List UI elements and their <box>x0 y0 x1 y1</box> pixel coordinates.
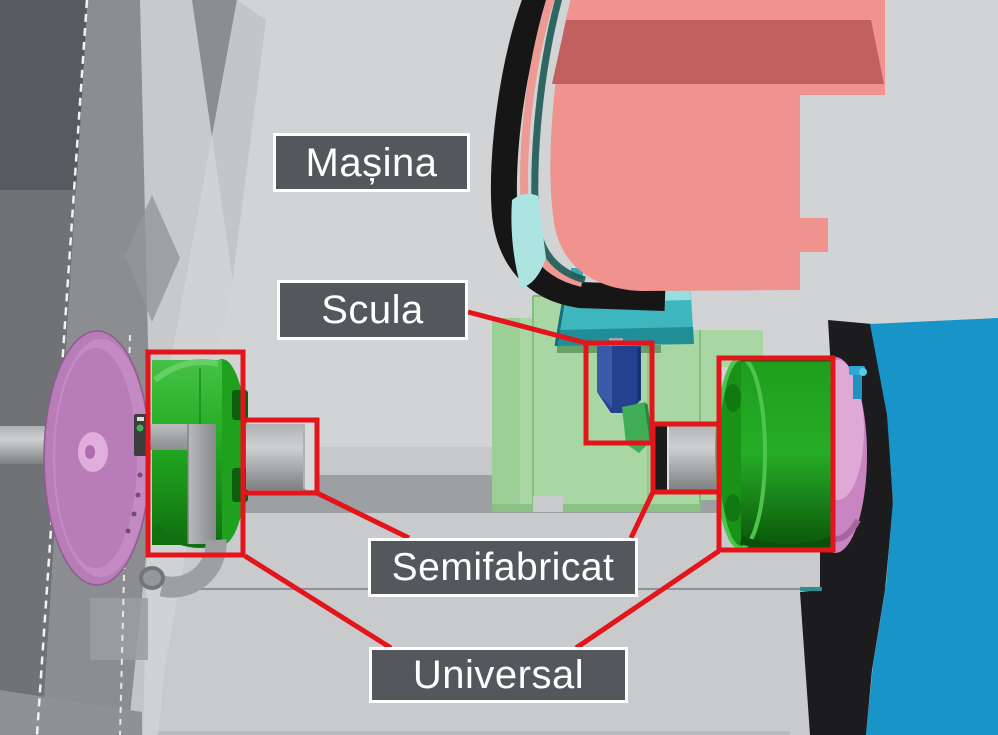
label-masina: Mașina <box>273 133 470 192</box>
left-workpiece <box>246 424 316 490</box>
annotation-line-scula <box>467 309 587 346</box>
highlight-box-tool <box>583 340 655 446</box>
label-scula: Scula <box>277 280 468 340</box>
annotation-line-semifabricat-left <box>315 490 411 541</box>
right-chuck <box>715 356 835 552</box>
annotation-line-universal-left <box>243 553 393 651</box>
highlight-box-right-chuck <box>716 355 836 553</box>
annotation-line-universal-right <box>574 548 721 651</box>
annotations <box>145 309 836 651</box>
label-universal: Universal <box>369 647 628 703</box>
right-workpiece <box>655 424 719 490</box>
highlight-box-left-workpiece <box>240 417 320 496</box>
loader-arm <box>139 424 227 598</box>
spindle-disc <box>43 330 151 586</box>
machine-head <box>490 0 885 311</box>
cutting-tool <box>597 338 653 453</box>
annotation-line-semifabricat-right <box>628 490 656 540</box>
label-semifabricat: Semifabricat <box>368 538 638 597</box>
housing-blue <box>866 318 998 735</box>
coolant-widget <box>849 366 867 399</box>
